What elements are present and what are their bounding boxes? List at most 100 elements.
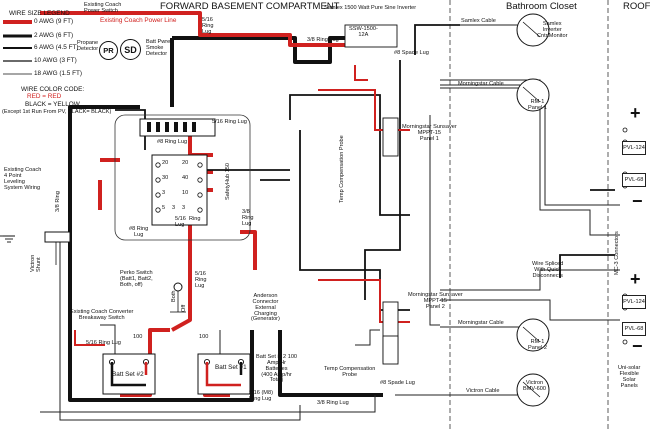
controller-1-bat-neg — [289, 94, 410, 216]
temp-comp-probe-vertical: Temp Compensation Probe — [339, 135, 345, 203]
legend-item-6awg: 6 AWG (4.5 FT) — [34, 44, 79, 51]
morningstar-cable-1-label: Morningstar Cable — [458, 81, 504, 87]
meter-needles — [522, 21, 541, 398]
ring-lug-5-16-top: 5/16 Ring Lug — [202, 17, 214, 35]
top-positive-to-inverter — [40, 11, 345, 47]
converter-wire — [100, 324, 116, 360]
header-roof: ROOF — [623, 1, 650, 12]
fuse-30a: 30 — [162, 175, 169, 181]
ring-lug-5-16-perko: 5/16 Ring Lug — [195, 271, 207, 289]
inverter-box — [344, 24, 398, 48]
morningstar-cable-2-label: Morningstar Cable — [458, 320, 504, 326]
ring-lug-3-8-feed — [354, 65, 368, 81]
shunt-wire-2 — [40, 395, 376, 413]
pv-pos-1 — [440, 79, 620, 236]
busbar-terminal — [174, 122, 178, 132]
busbar-terminal — [156, 122, 160, 132]
victron-shunt-body — [44, 231, 71, 243]
pv-panel-124-top: PVL-124 — [622, 141, 646, 155]
temp-probe-run — [364, 60, 401, 300]
controller-2-bat-neg — [299, 130, 410, 311]
ring-lug-8-busbar: #8 Ring Lug — [157, 139, 188, 145]
perko-switch-label: Perko Switch (Batt1, Batt2, Both, off) — [120, 270, 153, 288]
rm1-panel2-dial — [516, 318, 550, 352]
anderson-connector-label: Anderson Connector External Charging (Ge… — [251, 293, 280, 323]
upper-left-negative — [68, 105, 140, 142]
samlex-remote-dial — [516, 13, 550, 47]
perko-positive — [171, 292, 192, 332]
busbar-terminal — [192, 122, 196, 132]
meters — [516, 13, 550, 407]
spade-lug-8-bottom: #8 Spade Lug — [380, 380, 415, 386]
batt-set-1-label: Batt Set #1 — [215, 364, 247, 371]
propane-detector-icon: PR — [99, 41, 118, 60]
busbar-terminals — [147, 122, 196, 132]
victron-cable-label: Victron Cable — [466, 388, 500, 394]
legend-title: WIRE SIZE LEGEND — [9, 10, 70, 17]
temp-probe-bottom — [355, 329, 380, 346]
header-forward-basement: FORWARD BASEMENT COMPARTMENT — [160, 1, 340, 12]
battery-negative-link — [105, 330, 254, 402]
ring-lug-5-16-busbar: 5/16 Ring Lug — [212, 119, 247, 125]
samlex-cable-label: Samlex Cable — [461, 18, 496, 24]
spade-lug-8-top: #8 Spade Lug — [394, 50, 429, 56]
legend-swatches — [3, 20, 32, 75]
legend-item-10awg: 10 AWG (3 FT) — [34, 57, 77, 64]
fuse-10a: 10 — [182, 190, 189, 196]
pv-pos-2 — [440, 269, 620, 291]
ring-lug-5-16-lower: 5/16 Ring Lug — [175, 216, 201, 228]
fuse-20a: 20 — [162, 160, 169, 166]
ring-lug-8-lower: #8 Ring Lug — [129, 226, 149, 238]
left-negative-trunk — [68, 142, 105, 402]
busbar-terminal — [183, 122, 187, 132]
fuse-5a: 5 — [162, 205, 166, 211]
fuse-bus-label: SafetyHub 150 — [225, 162, 231, 200]
busbar-terminal — [165, 122, 169, 132]
existing-coach-leveling-label: Existing Coach 4 Point Leveling System W… — [4, 167, 42, 191]
busbar-terminal — [147, 122, 151, 132]
rm1-panel1-dial — [516, 78, 550, 112]
batt-set-2-label: Batt Set #2 — [112, 371, 144, 378]
fuse-3a: 3 — [162, 190, 166, 196]
ring-lug-3-8-left: 3/8 Ring — [55, 191, 61, 212]
controller-1-label: Morningstar Sunsaver MPPT-15 Panel 1 — [402, 124, 457, 142]
inverter-name: Samlex 1500 Watt Pure Sine Inverter — [324, 5, 417, 11]
mc3-connectors-label: MC-3 Connectors — [614, 231, 620, 275]
controller-1-box — [382, 117, 399, 157]
battery-to-controller-neg — [278, 330, 383, 397]
pv-panel-68-bottom: PVL-68 — [622, 322, 646, 336]
amp-100-b: 100 — [199, 334, 209, 340]
batt-set-desc: Batt Set is 2 100 Amp/Hr Batteries (400 … — [256, 354, 298, 384]
batt-smoke-detector-label: Batt Pwred Smoke Detector — [146, 39, 174, 57]
pv-wires — [0, 24, 620, 421]
header-bathroom-closet: Bathroom Closet — [506, 1, 577, 12]
ring-lug-3-8-right: 3/8 Ring Lug — [242, 209, 254, 227]
busbar-neg-link — [115, 109, 146, 150]
perko-off-label: Off — [181, 304, 187, 312]
ring-lug-3-8-top: 3/8 Ring Lug — [307, 37, 339, 43]
fuse-block — [151, 154, 208, 226]
fuse-3c: 3 — [172, 205, 176, 211]
anderson-positive — [240, 230, 257, 270]
legend-item-0awg: 0 AWG (9 FT) — [34, 18, 74, 25]
top-negative-to-inverter — [172, 36, 345, 64]
legend-item-18awg: 18 AWG (1.5 FT) — [34, 70, 83, 77]
victron-bmv-dial — [516, 373, 550, 407]
pv-neg-2 — [440, 299, 620, 321]
section-dividers — [449, 0, 609, 430]
unisolar-panels-label: Uni-solar Flexible Solar Panels — [618, 365, 641, 389]
pv-connectors — [622, 127, 628, 345]
fuse-3b: 3 — [182, 205, 186, 211]
safety-hub-housing — [114, 114, 251, 241]
negative-heavy-wires — [68, 36, 383, 402]
propane-detector-label: Propane Detector — [77, 40, 99, 52]
pv-negative-top: − — [632, 191, 643, 211]
rm1-panel2-label: RM-1 Panel 2 — [528, 339, 547, 351]
existing-converter-switch-label: Existing Coach Converter Breakaway Switc… — [70, 309, 134, 321]
color-code-exception: (Except 1st Run From PV, BLACK= BLACK) — [2, 109, 112, 115]
victron-bmv-label: Victron BMV-600 — [523, 380, 547, 392]
legend-item-2awg: 2 AWG (6 FT) — [34, 32, 74, 39]
fuse-20b: 20 — [182, 160, 189, 166]
pv-negative-bottom: − — [632, 336, 643, 356]
